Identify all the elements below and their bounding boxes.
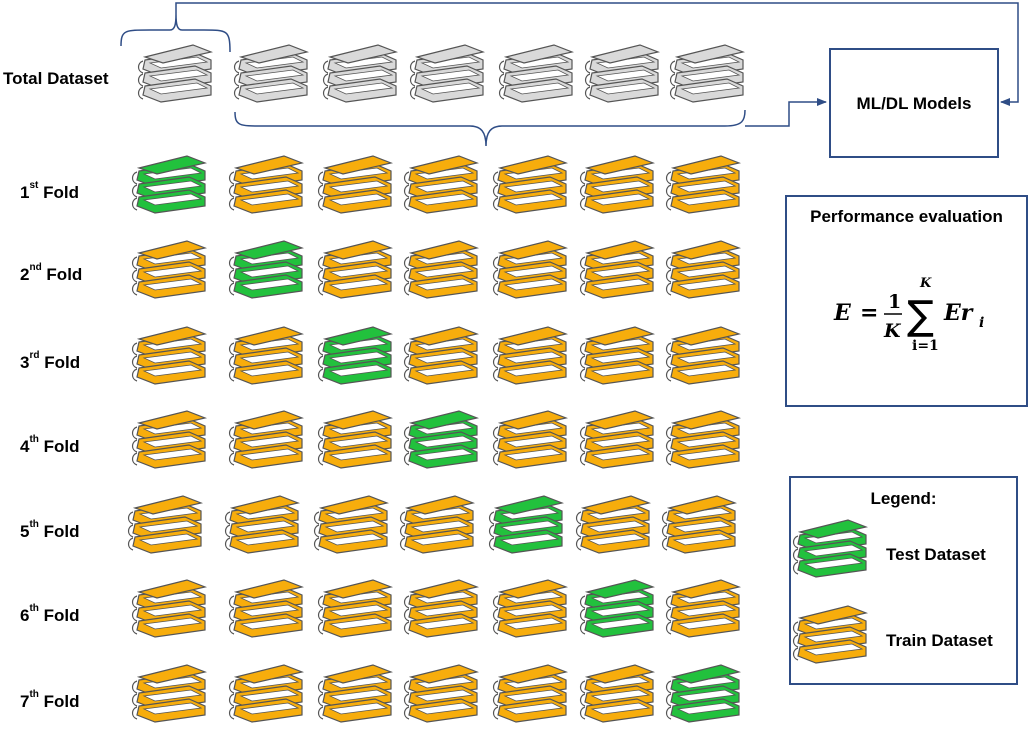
fold-3-train-book-5 — [492, 326, 569, 385]
fold-2-train-book-1 — [131, 240, 208, 299]
fold-6-train-book-7 — [665, 579, 742, 638]
fold-3-train-book-6 — [579, 326, 656, 385]
fold-2-train-book-4 — [403, 240, 480, 299]
fold-5-train-book-7 — [661, 495, 738, 554]
legend-train-label: Train Dataset — [886, 631, 993, 650]
performance-formula: E = 1 K K ∑ i=1 Er i — [833, 276, 984, 354]
train-to-models-connector — [745, 98, 827, 127]
legend-train-swatch — [792, 605, 869, 664]
performance-box: Performance evaluation E = 1 K K ∑ i=1 E… — [785, 195, 1028, 407]
fold-3-test-book-3 — [317, 326, 394, 385]
fold-1-train-book-5 — [492, 155, 569, 214]
fold-label-2: 2nd Fold — [20, 262, 83, 284]
fold-7-train-book-4 — [403, 664, 480, 723]
fold-1-train-book-7 — [665, 155, 742, 214]
fold-6-train-book-3 — [317, 579, 394, 638]
formula-term: Er — [943, 300, 974, 326]
formula-numerator: 1 — [888, 291, 901, 313]
total-dataset-book-2 — [233, 44, 310, 103]
fold-7-train-book-6 — [579, 664, 656, 723]
fold-4-test-book-4 — [403, 410, 480, 469]
fold-3-train-book-4 — [403, 326, 480, 385]
fold-7-train-book-3 — [317, 664, 394, 723]
formula-sum-sign: ∑ — [907, 293, 934, 339]
fold-6-test-book-6 — [579, 579, 656, 638]
fold-5-train-book-2 — [224, 495, 301, 554]
formula-denominator: K — [883, 320, 902, 342]
fold-4-train-book-1 — [131, 410, 208, 469]
fold-2-test-book-2 — [228, 240, 305, 299]
fold-3-train-book-7 — [665, 326, 742, 385]
total-dataset-book-6 — [584, 44, 661, 103]
legend-test-swatch — [792, 519, 869, 578]
fold-4-train-book-6 — [579, 410, 656, 469]
fold-2-train-book-7 — [665, 240, 742, 299]
formula-sum-upper: K — [919, 276, 932, 291]
test-to-models-connector — [175, 2, 1019, 106]
formula-term-sub: i — [979, 315, 984, 331]
fold-7-train-book-5 — [492, 664, 569, 723]
fold-4-train-book-3 — [317, 410, 394, 469]
formula-sum-lower: i=1 — [912, 338, 939, 354]
fold-5-train-book-6 — [575, 495, 652, 554]
fold-label-5: 5th Fold — [20, 519, 80, 541]
fold-1-test-book-1 — [131, 155, 208, 214]
fold-label-4: 4th Fold — [20, 434, 80, 456]
total-dataset-book-1 — [137, 44, 214, 103]
fold-5-train-book-1 — [127, 495, 204, 554]
fold-6-train-book-1 — [131, 579, 208, 638]
formula-equals: = — [860, 300, 878, 326]
fold-1-train-book-6 — [579, 155, 656, 214]
fold-2-train-book-6 — [579, 240, 656, 299]
total-dataset-book-7 — [669, 44, 746, 103]
fold-2-train-book-3 — [317, 240, 394, 299]
fold-5-train-book-4 — [399, 495, 476, 554]
fold-1-train-book-4 — [403, 155, 480, 214]
total-dataset-label: Total Dataset — [3, 69, 109, 88]
fold-7-train-book-2 — [228, 664, 305, 723]
fold-label-7: 7th Fold — [20, 689, 80, 711]
models-box: ML/DL Models — [829, 48, 999, 158]
fold-label-3: 3rd Fold — [20, 350, 81, 372]
fold-7-train-book-1 — [131, 664, 208, 723]
train-split-brace — [234, 109, 746, 147]
legend-title: Legend: — [870, 489, 937, 508]
fold-5-train-book-3 — [313, 495, 390, 554]
fold-4-train-book-7 — [665, 410, 742, 469]
formula-lhs: E — [833, 300, 852, 326]
fold-7-test-book-7 — [665, 664, 742, 723]
total-dataset-book-5 — [498, 44, 575, 103]
fold-5-test-book-5 — [488, 495, 565, 554]
legend-test-label: Test Dataset — [886, 545, 986, 564]
fold-6-train-book-2 — [228, 579, 305, 638]
fold-6-train-book-4 — [403, 579, 480, 638]
models-label: ML/DL Models — [856, 94, 972, 113]
fold-label-6: 6th Fold — [20, 603, 80, 625]
fold-6-train-book-5 — [492, 579, 569, 638]
fold-1-train-book-3 — [317, 155, 394, 214]
performance-title: Performance evaluation — [810, 207, 1003, 226]
fold-3-train-book-1 — [131, 326, 208, 385]
fold-1-train-book-2 — [228, 155, 305, 214]
fold-2-train-book-5 — [492, 240, 569, 299]
fold-4-train-book-5 — [492, 410, 569, 469]
fold-4-train-book-2 — [228, 410, 305, 469]
fold-label-1: 1st Fold — [20, 180, 79, 202]
total-dataset-book-3 — [322, 44, 399, 103]
fold-3-train-book-2 — [228, 326, 305, 385]
total-dataset-book-4 — [409, 44, 486, 103]
